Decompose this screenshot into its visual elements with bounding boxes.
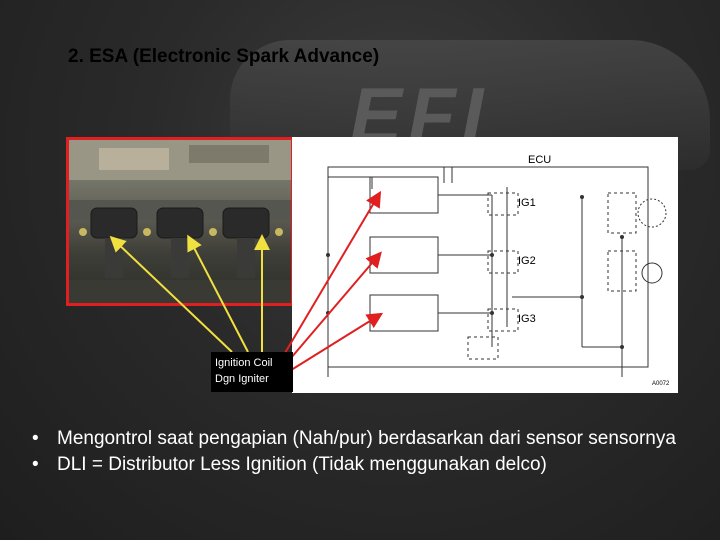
ig3-label: IG3	[518, 313, 536, 325]
bullet-text: Mengontrol saat pengapian (Nah/pur) berd…	[57, 428, 676, 449]
diagram-code: A0072	[652, 381, 670, 387]
coil-label-line1: Ignition Coil	[215, 357, 273, 369]
ecu-wiring-diagram: ECU IG1 IG2 IG3 A0072	[292, 137, 678, 393]
coil-label-line2: Dgn Igniter	[215, 373, 269, 385]
bullet-text: DLI = Distributor Less Ignition (Tidak m…	[57, 454, 547, 475]
ig1-label: IG1	[518, 197, 536, 209]
ignition-coil-label: Ignition Coil Dgn Igniter	[211, 352, 293, 392]
engine-coil-photo	[66, 137, 294, 306]
bullet-item: • DLI = Distributor Less Ignition (Tidak…	[30, 452, 705, 478]
engine-illustration	[69, 140, 291, 303]
wiring-schematic	[326, 166, 667, 377]
bullet-dot: •	[32, 454, 39, 475]
slide-title: 2. ESA (Electronic Spark Advance)	[68, 46, 380, 67]
ig2-label: IG2	[518, 255, 536, 267]
bullet-dot: •	[32, 428, 39, 449]
bullet-list: • Mengontrol saat pengapian (Nah/pur) be…	[30, 426, 705, 540]
bullet-item: • Mengontrol saat pengapian (Nah/pur) be…	[30, 426, 705, 452]
ecu-label: ECU	[528, 154, 552, 166]
